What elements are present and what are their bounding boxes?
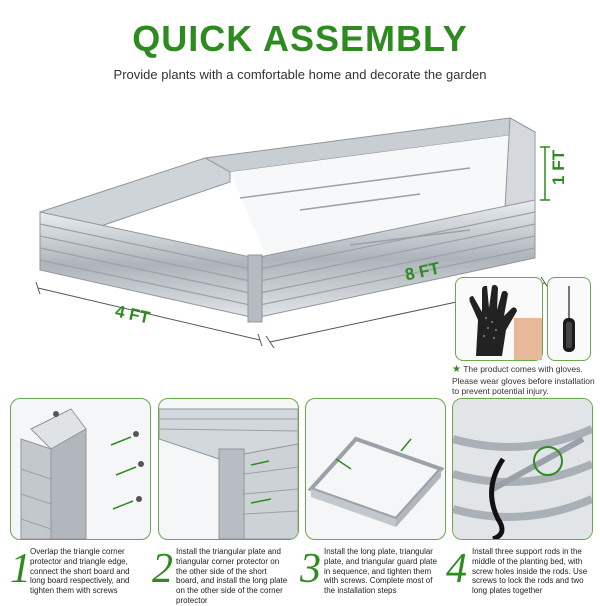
height-label: 1 FT xyxy=(549,150,568,185)
garden-bed-illustration xyxy=(35,117,550,349)
front-short-wall xyxy=(39,211,256,319)
step-4-text: Install three support rods in the middle… xyxy=(472,547,588,596)
star-icon: ★ xyxy=(452,364,461,375)
width-marker xyxy=(35,281,263,347)
screwdriver-image xyxy=(547,277,591,361)
step-3-text: Install the long plate, triangular plate… xyxy=(324,547,437,596)
screwdriver-icon xyxy=(563,286,575,352)
glove-image xyxy=(455,277,543,361)
step-4-image xyxy=(452,398,593,540)
step-2-text: Install the triangular plate and triangu… xyxy=(176,547,288,605)
height-marker xyxy=(540,146,550,201)
glove-note-text: The product comes with gloves. Please we… xyxy=(452,364,595,396)
glove-note: ★ The product comes with gloves. Please … xyxy=(452,364,598,397)
step-1-text: Overlap the triangle corner protector an… xyxy=(30,547,130,596)
support-rods xyxy=(239,167,471,246)
short-wall-ribs xyxy=(39,223,256,307)
step-1-number: 1 xyxy=(10,546,31,592)
long-wall-ribs xyxy=(254,211,536,307)
step-2-number: 2 xyxy=(152,546,173,592)
step-1-image xyxy=(10,398,151,540)
page-title: QUICK ASSEMBLY xyxy=(132,18,468,59)
step-4-number: 4 xyxy=(446,546,467,592)
step-3-image xyxy=(305,398,446,540)
glove-icon xyxy=(469,284,542,360)
step-3-number: 3 xyxy=(300,546,321,592)
corner-post xyxy=(247,254,263,323)
step-2-image xyxy=(158,398,299,540)
page-subtitle: Provide plants with a comfortable home a… xyxy=(113,67,487,82)
